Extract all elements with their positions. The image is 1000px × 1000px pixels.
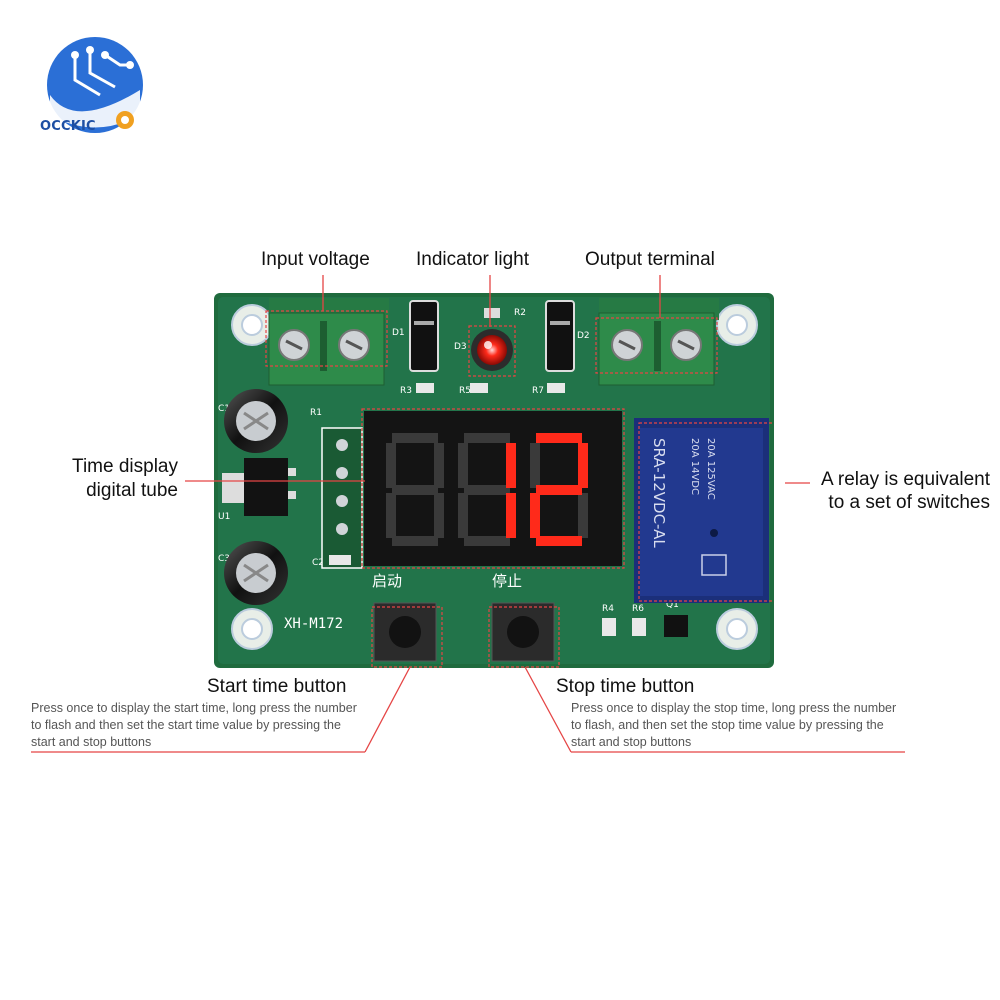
display-digit-1 xyxy=(386,433,444,546)
silk-q1: Q1 xyxy=(666,600,679,610)
output-terminal-block xyxy=(598,298,719,386)
silk-c1: C1 xyxy=(218,404,230,414)
relay-module: SRA-12VDC-AL 20A 14VDC 20A 125VAC xyxy=(634,418,769,603)
desc-start-button: Press once to display the start time, lo… xyxy=(31,701,357,749)
brand-name: OCCKIC xyxy=(40,119,96,134)
label-relay-1: A relay is equivalent xyxy=(821,469,990,490)
silk-d1: D1 xyxy=(392,328,405,338)
silk-r7: R7 xyxy=(532,386,544,396)
silk-r1: R1 xyxy=(310,408,322,418)
label-relay-2: to a set of switches xyxy=(828,492,990,513)
label-start-button: Start time button xyxy=(207,676,347,697)
silk-r6: R6 xyxy=(632,604,644,614)
board-model: XH-M172 xyxy=(284,616,343,632)
input-terminal-block xyxy=(268,298,389,386)
display-digit-2 xyxy=(458,433,516,546)
start-button-silk: 启动 xyxy=(372,572,402,590)
display-digit-3 xyxy=(530,433,588,546)
stop-button xyxy=(491,602,555,662)
silk-r3: R3 xyxy=(400,386,412,396)
indicator-led xyxy=(471,308,513,371)
relay-rating-1: 20A 14VDC xyxy=(689,438,700,495)
diode-d1 xyxy=(409,300,439,372)
relay-rating-2: 20A 125VAC xyxy=(705,438,716,500)
desc-stop-button: Press once to display the stop time, lon… xyxy=(571,701,897,749)
stop-button-silk: 停止 xyxy=(492,572,522,590)
capacitor-c3 xyxy=(224,541,288,605)
pcb-board: D1 D2 D3 R2 R3 R5 R7 R1 C1 U1 C3 C2 R4 R… xyxy=(214,293,774,668)
label-input-voltage: Input voltage xyxy=(261,249,370,270)
mounting-hole xyxy=(231,304,758,650)
silk-d3: D3 xyxy=(454,342,467,352)
start-button xyxy=(373,602,437,662)
silk-c3: C3 xyxy=(218,554,230,564)
silk-r2: R2 xyxy=(514,308,526,318)
brand-logo xyxy=(47,37,143,133)
silk-c2: C2 xyxy=(312,558,324,568)
label-time-display-2: digital tube xyxy=(86,480,178,501)
label-indicator-light: Indicator light xyxy=(416,249,530,270)
silk-u1: U1 xyxy=(218,512,230,522)
capacitor-c1 xyxy=(224,389,288,453)
silk-d2: D2 xyxy=(577,331,590,341)
silk-r5: R5 xyxy=(459,386,471,396)
silk-r4: R4 xyxy=(602,604,614,614)
gear-icon xyxy=(116,111,134,129)
relay-model-text: SRA-12VDC-AL xyxy=(650,438,668,548)
label-stop-button: Stop time button xyxy=(556,676,695,697)
label-output-terminal: Output terminal xyxy=(585,249,715,270)
label-time-display-1: Time display xyxy=(72,456,178,477)
diode-d2 xyxy=(545,300,575,372)
digital-display-module xyxy=(364,411,622,566)
